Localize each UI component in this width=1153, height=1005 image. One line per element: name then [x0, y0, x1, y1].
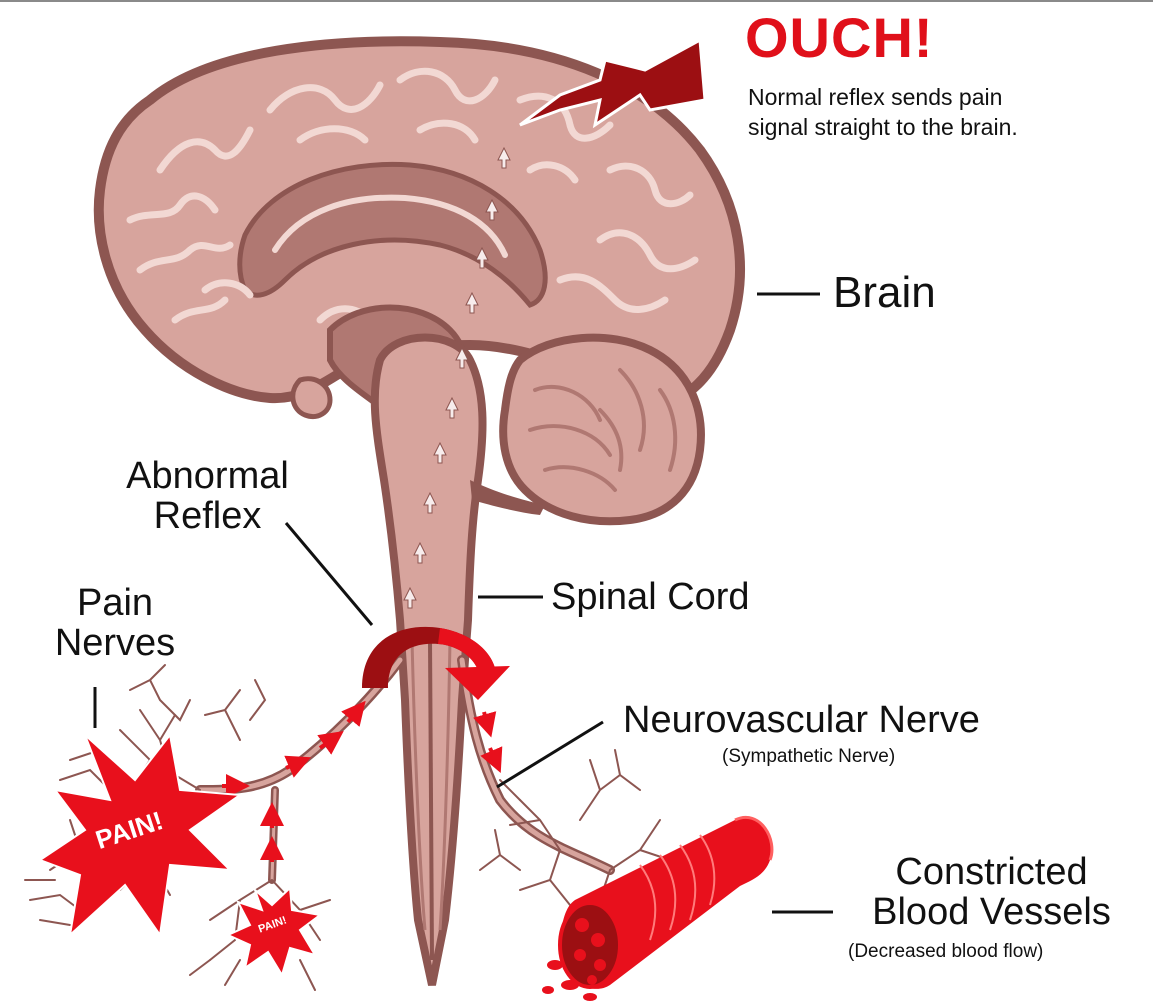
- neurovascular-nerve-label: Neurovascular Nerve: [623, 700, 980, 740]
- constricted-line-2: Blood Vessels: [830, 892, 1153, 932]
- abnormal-reflex-line-1: Abnormal: [100, 456, 315, 496]
- pain-nerves-line-2: Nerves: [30, 623, 200, 663]
- sympathetic-nerve-label: (Sympathetic Nerve): [722, 746, 895, 768]
- constricted-blood-vessels-label: Constricted Blood Vessels: [830, 852, 1153, 932]
- ouch-title: OUCH!: [745, 6, 934, 70]
- blood-vessel: [542, 817, 772, 1001]
- ouch-desc-line-2: signal straight to the brain.: [748, 112, 1018, 142]
- ouch-desc-line-1: Normal reflex sends pain: [748, 82, 1018, 112]
- pain-nerves-line-1: Pain: [30, 583, 200, 623]
- decreased-blood-flow-label: (Decreased blood flow): [848, 941, 1043, 963]
- pain-nerves-label: Pain Nerves: [30, 583, 200, 663]
- abnormal-reflex-label: Abnormal Reflex: [100, 456, 315, 536]
- constricted-line-1: Constricted: [830, 852, 1153, 892]
- pain-nerves: [200, 660, 400, 880]
- brain-label: Brain: [833, 270, 936, 316]
- abnormal-reflex-line-2: Reflex: [100, 496, 315, 536]
- ouch-description: Normal reflex sends pain signal straight…: [748, 82, 1018, 142]
- spinal-cord-label: Spinal Cord: [551, 577, 750, 617]
- pain-star-small: [228, 888, 320, 975]
